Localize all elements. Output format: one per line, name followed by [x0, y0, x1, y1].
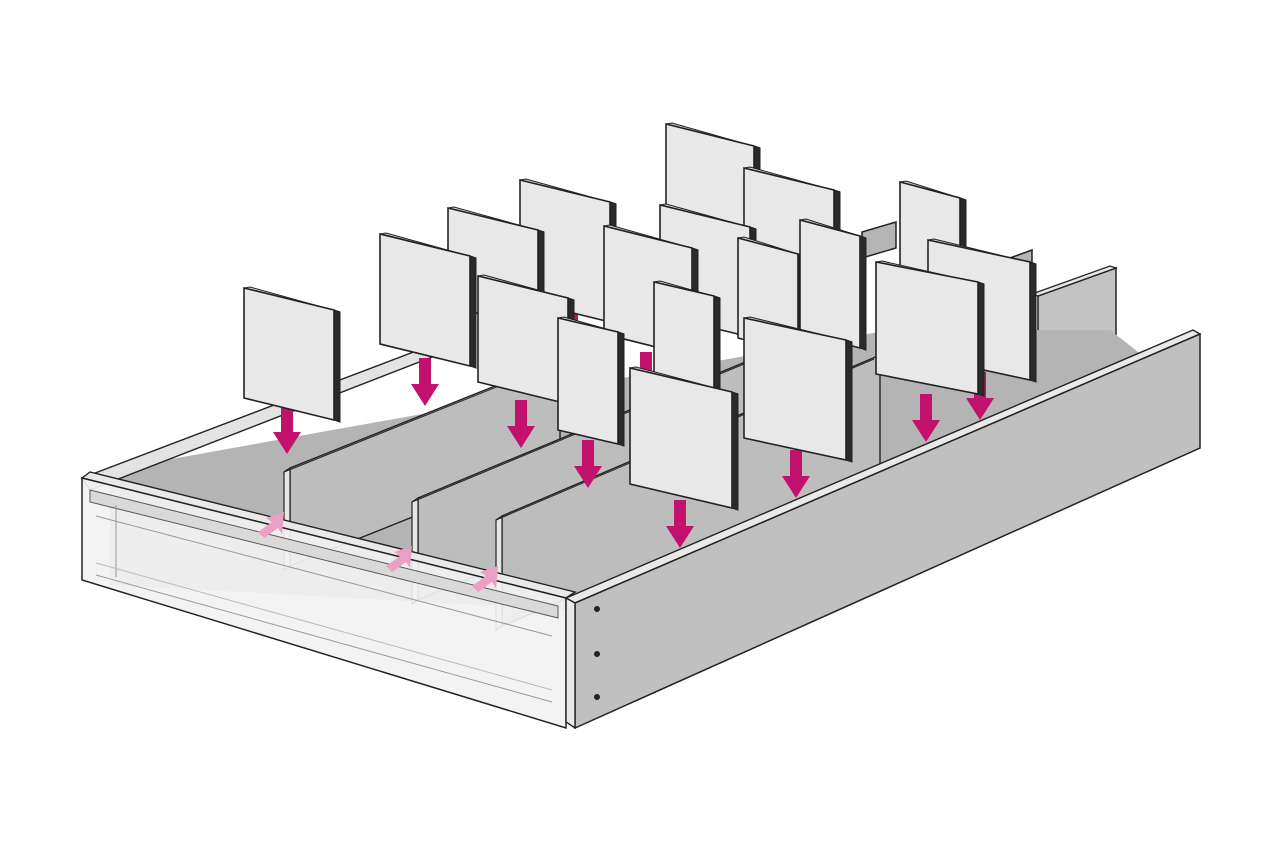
right-side-board: [564, 329, 1202, 730]
cross-panel: [743, 316, 853, 463]
screw-hole-icon: [594, 694, 600, 700]
slot-arrow-icon: [386, 546, 412, 572]
cross-panel: [379, 232, 477, 369]
cross-panel: [557, 316, 625, 447]
screw-hole-icon: [594, 606, 600, 612]
slot-arrow-icon: [258, 512, 284, 538]
cross-panels: [243, 122, 1037, 511]
slot-arrows: [258, 512, 498, 592]
screw-hole-icon: [594, 651, 600, 657]
front-glass-panel: [80, 471, 577, 730]
slot-arrow-icon: [472, 566, 498, 592]
cross-panel: [629, 366, 739, 511]
down-arrow-icon: [411, 358, 439, 406]
cross-panel: [243, 286, 341, 423]
cross-panel: [799, 218, 867, 351]
cross-panel: [875, 260, 985, 397]
